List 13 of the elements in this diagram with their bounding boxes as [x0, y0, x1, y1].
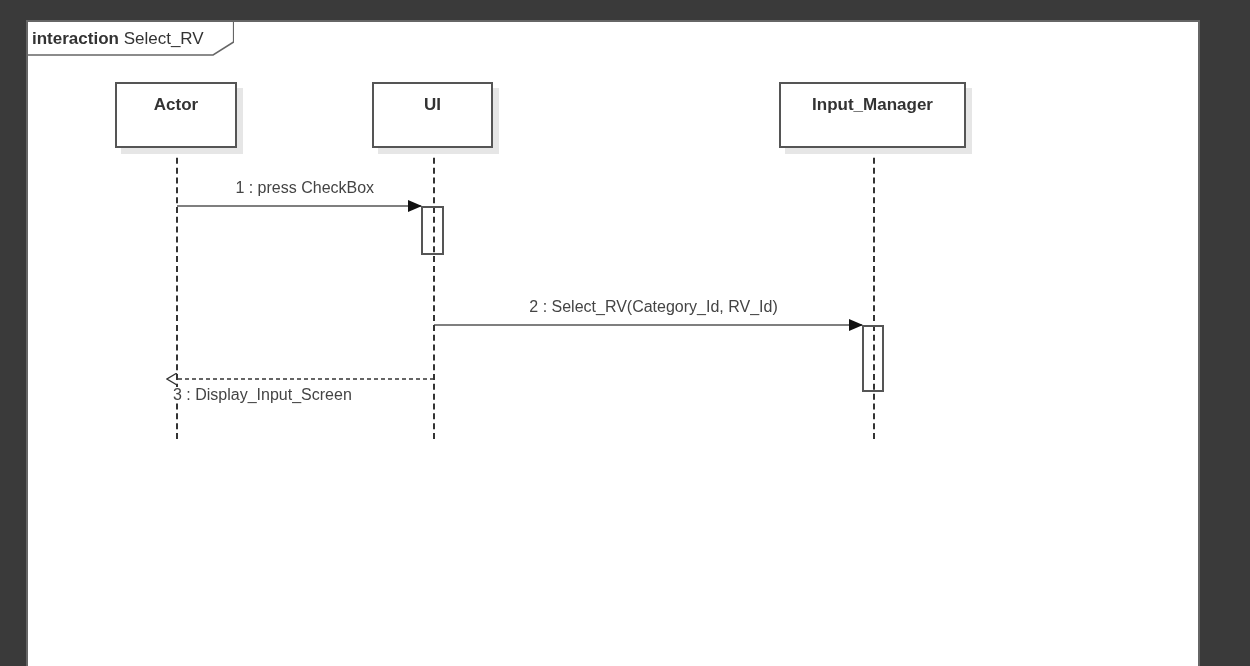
lifeline-name: Actor [153, 94, 199, 116]
lifeline-name: UI [424, 94, 441, 116]
message-label: 3 : Display_Input_Screen [173, 387, 352, 403]
activation-bar [862, 325, 884, 392]
message-arrow [433, 319, 863, 331]
interaction-frame [26, 20, 1200, 666]
message-label: 2 : Select_RV(Category_Id, RV_Id) [528, 299, 779, 315]
message-label: 1 : press CheckBox [234, 180, 376, 196]
message-arrow [176, 200, 422, 212]
frame-title: interaction Select_RV [32, 28, 204, 51]
return-message-arrow [166, 372, 435, 386]
activation-bar [421, 206, 444, 255]
lifeline-name: Input_Manager [812, 94, 933, 116]
